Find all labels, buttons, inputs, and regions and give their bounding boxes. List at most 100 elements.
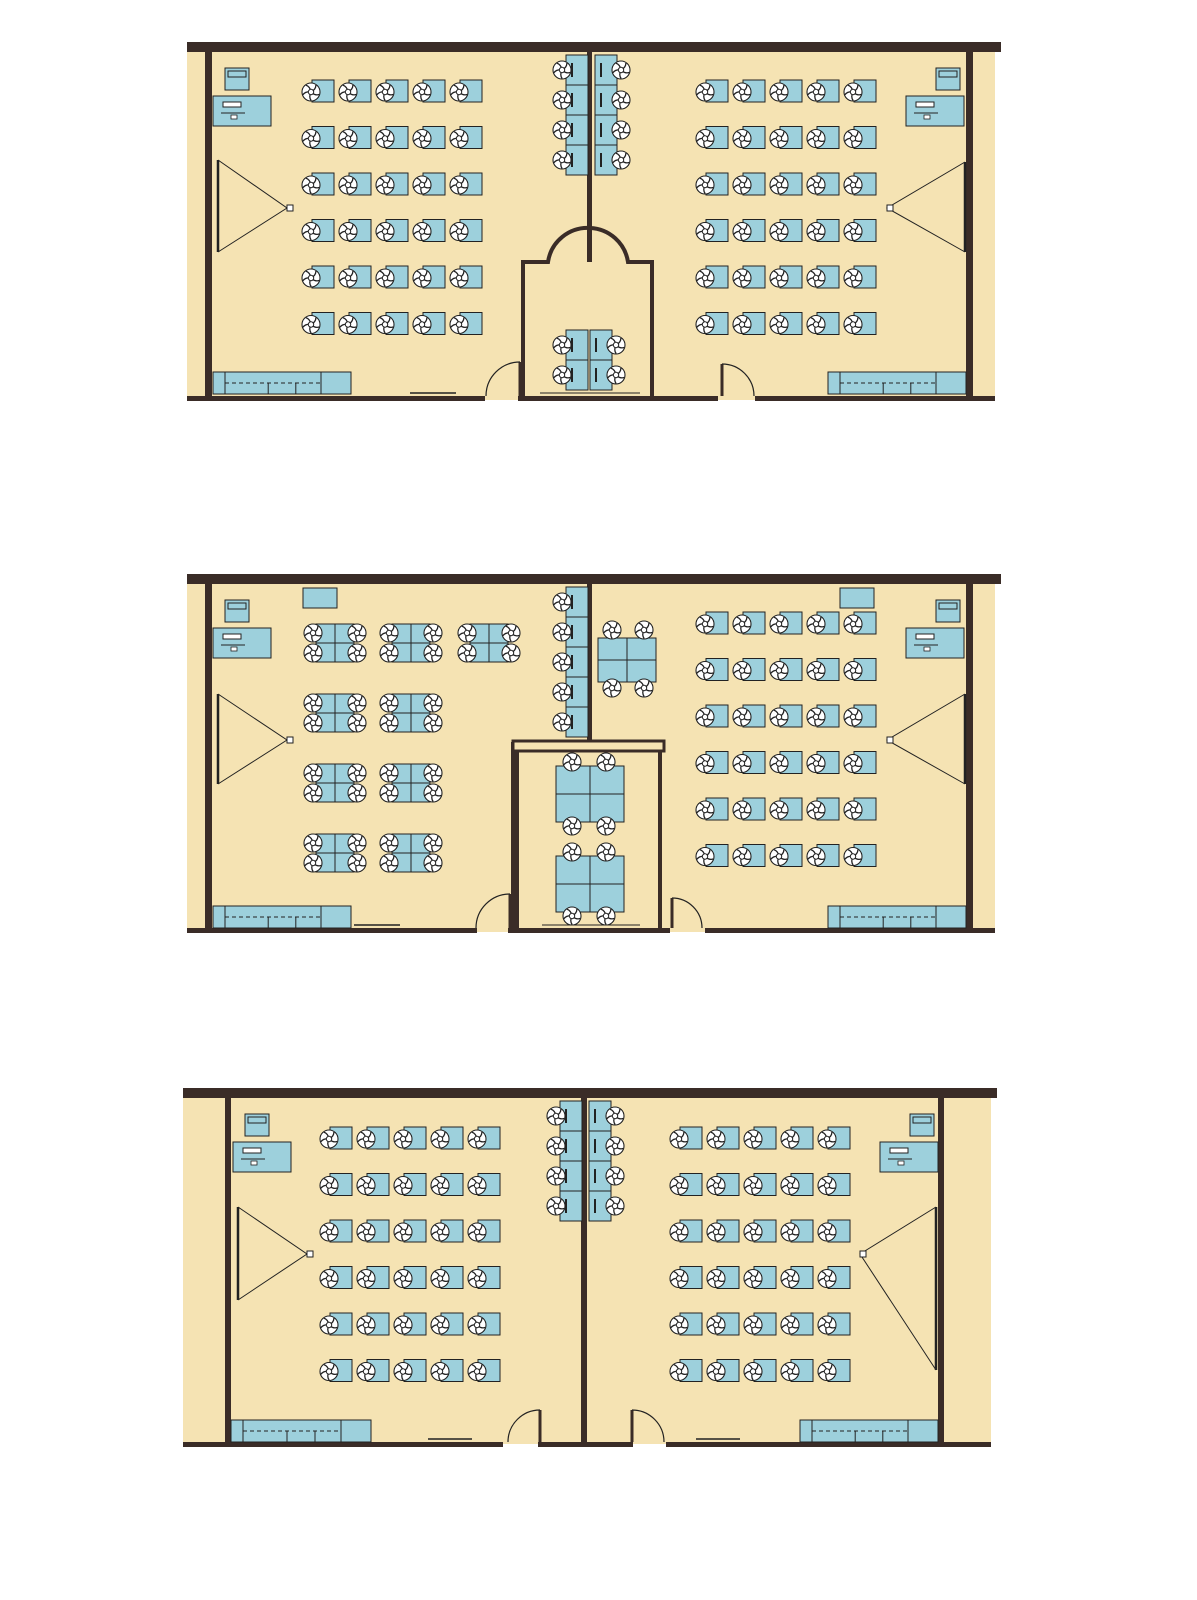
student-desk [843, 126, 877, 149]
left-wall [205, 584, 212, 928]
student-desk [412, 312, 446, 335]
student-desk [467, 1359, 501, 1382]
chair-icon [743, 1175, 763, 1196]
chair-icon [552, 120, 572, 140]
bottom-wall [705, 928, 995, 933]
chair-icon [605, 1106, 625, 1126]
student-desk-grid [695, 79, 877, 335]
student-desk [430, 1173, 464, 1196]
chair-icon [817, 1361, 837, 1382]
student-desk [769, 704, 803, 728]
storage-cabinets [827, 371, 967, 395]
student-desk-grid [669, 1126, 851, 1382]
exterior-wall-top [187, 574, 1001, 584]
student-desk [732, 126, 766, 149]
chair-icon [596, 752, 616, 772]
chair-icon [303, 693, 323, 713]
chair-icon [695, 314, 715, 335]
chair-icon [562, 842, 582, 862]
chair-icon [430, 1222, 450, 1242]
chair-icon [552, 652, 572, 672]
chair-icon [301, 268, 321, 288]
storage-cabinets [230, 1419, 372, 1443]
student-desk-grid [319, 1126, 501, 1382]
chair-icon [843, 753, 863, 774]
chair-icon [780, 1315, 800, 1335]
door [670, 897, 703, 929]
chair-icon [552, 712, 572, 732]
door [720, 363, 755, 397]
chair-icon [423, 833, 443, 853]
chair-icon [596, 816, 616, 836]
chair-icon [706, 1361, 726, 1382]
chair-icon [695, 800, 715, 820]
exterior-wall-top [183, 1088, 997, 1098]
chair-icon [430, 1268, 450, 1289]
chair-icon [303, 713, 323, 733]
chair-icon [449, 221, 469, 242]
student-desk [769, 265, 803, 289]
student-desk [695, 219, 729, 242]
teacher-desk-area [212, 599, 272, 659]
workstation-cluster [597, 620, 657, 698]
chair-icon [552, 150, 572, 170]
student-desk [706, 1359, 740, 1382]
student-desk [806, 172, 840, 196]
chair-icon [449, 268, 469, 288]
chair-icon [596, 906, 616, 926]
student-desk [780, 1266, 814, 1289]
chair-icon [423, 783, 443, 803]
chair-icon [347, 623, 367, 643]
chair-icon [393, 1222, 413, 1242]
chair-icon [379, 643, 399, 663]
student-desk [301, 219, 335, 242]
student-desk [769, 611, 803, 635]
right-wall [966, 52, 973, 396]
chair-icon [732, 175, 752, 195]
chair-icon [303, 623, 323, 643]
chair-icon [732, 660, 752, 681]
projector-icon [859, 1250, 867, 1258]
chair-icon [732, 128, 752, 149]
student-desk [412, 265, 446, 289]
chair-icon [319, 1222, 339, 1242]
student-desk [695, 312, 729, 335]
chair-icon [423, 693, 443, 713]
student-desk [843, 219, 877, 242]
student-desk [806, 844, 840, 867]
armchair-icon [224, 67, 250, 91]
bottom-wall [755, 396, 995, 401]
student-desk [806, 79, 840, 103]
student-desk [695, 797, 729, 821]
student-desk [732, 751, 766, 774]
plan-option-a [187, 42, 1001, 401]
plan-option-b [187, 574, 1001, 933]
student-desk [356, 1173, 390, 1196]
student-desk [843, 265, 877, 289]
chair-icon [769, 707, 789, 727]
projection-screen [885, 693, 967, 785]
chair-icon [602, 678, 622, 698]
chair-icon [843, 128, 863, 149]
teacher-desk-area [905, 67, 965, 127]
chair-icon [806, 128, 826, 149]
teacher-desk [232, 1141, 292, 1173]
chair-icon [780, 1222, 800, 1242]
student-desk [695, 704, 729, 728]
chair-icon [552, 592, 572, 612]
chair-icon [706, 1175, 726, 1196]
left-wall [225, 1098, 231, 1442]
bottom-wall [183, 1442, 503, 1447]
chair-icon [393, 1129, 413, 1149]
student-desk [743, 1173, 777, 1196]
bottom-wall [508, 928, 670, 933]
chair-icon [356, 1361, 376, 1382]
student-desk [412, 172, 446, 196]
teacher-desk-area [212, 67, 272, 127]
chair-icon [319, 1129, 339, 1149]
student-desk [375, 126, 409, 149]
chair-icon [743, 1361, 763, 1382]
student-desk [732, 658, 766, 681]
chair-icon [634, 620, 654, 640]
